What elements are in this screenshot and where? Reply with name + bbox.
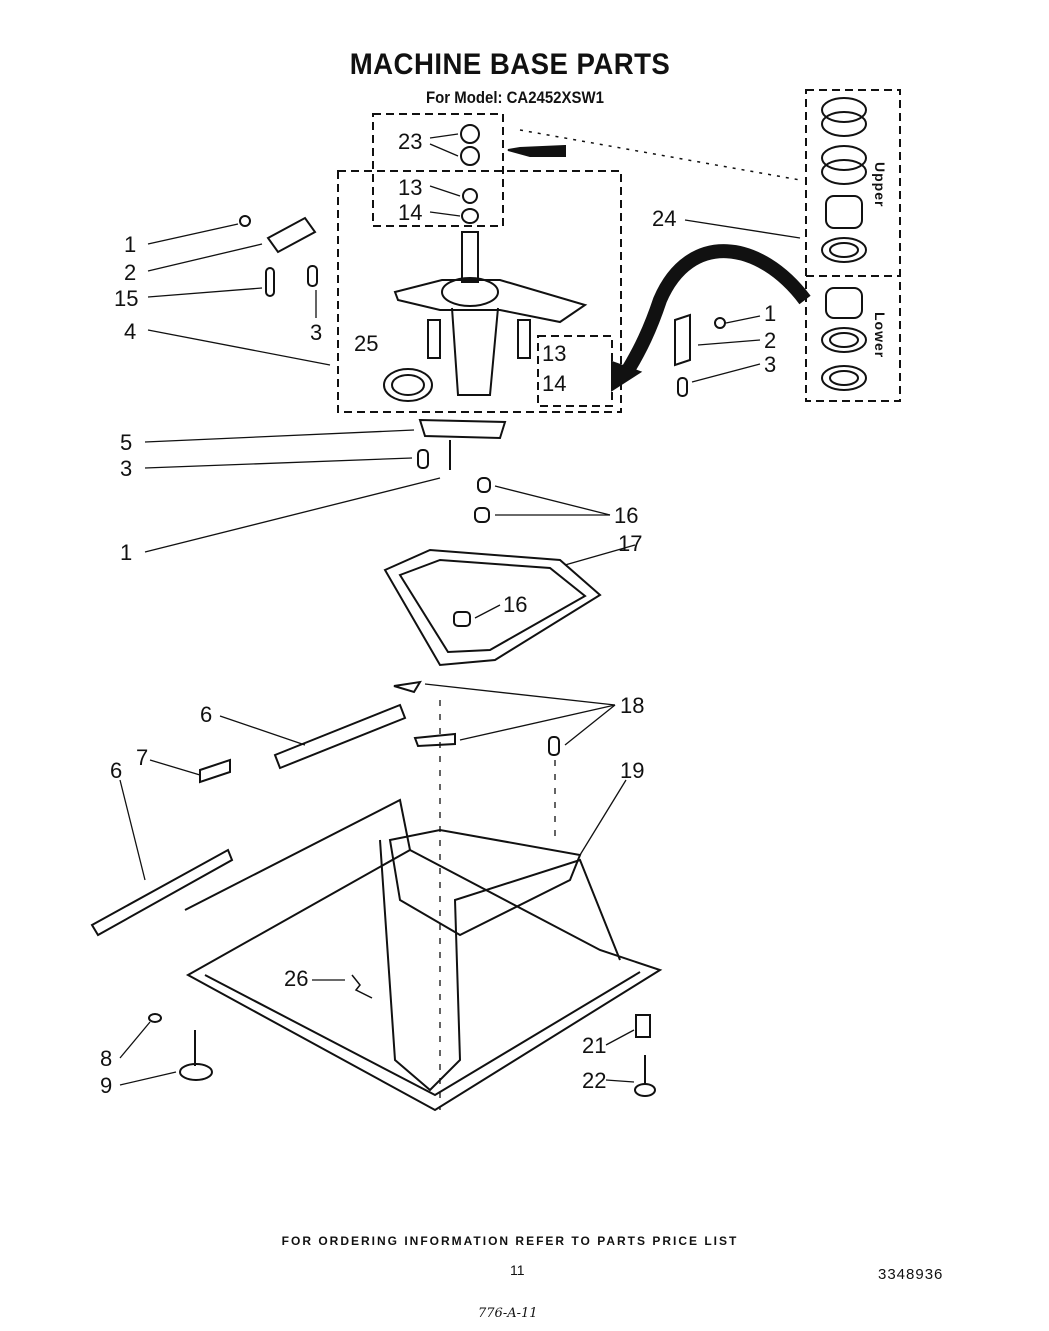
callout-4: 4	[124, 319, 137, 344]
upper-seal-parts	[821, 97, 867, 263]
right-bracket	[674, 313, 726, 397]
inset-label-upper: Upper	[872, 162, 888, 208]
upper-arrow	[507, 144, 566, 157]
callout-14: 14	[398, 200, 423, 225]
callout-7: 7	[136, 745, 149, 770]
callout-16-frame: 16	[503, 592, 528, 617]
callout-15: 15	[114, 286, 139, 311]
callout-9: 9	[100, 1073, 113, 1098]
main-dashed-box	[337, 170, 622, 413]
callout-14-lower: 14	[542, 371, 567, 396]
callout-3: 3	[310, 320, 323, 345]
inset-box	[805, 89, 901, 402]
inset-label-lower: Lower	[872, 312, 888, 359]
callout-17: 17	[618, 531, 643, 556]
handwritten-note: 776-A-11	[478, 1306, 538, 1321]
callout-2: 2	[124, 260, 137, 285]
machine-base-19	[184, 700, 663, 1112]
callout-6-lower: 6	[110, 758, 123, 783]
document-number: 3348936	[878, 1266, 944, 1283]
model-subtitle: For Model: CA2452XSW1	[426, 88, 604, 107]
callout-24: 24	[652, 206, 677, 231]
part-18c	[548, 736, 560, 756]
inset-leader	[519, 129, 801, 181]
callout-1-lower: 1	[120, 540, 133, 565]
part-18a	[393, 680, 422, 694]
rail-6-upper	[273, 703, 407, 770]
callout-22: 22	[582, 1068, 607, 1093]
lower-seal-parts	[821, 287, 867, 391]
page-title: MACHINE BASE PARTS	[349, 48, 671, 81]
callout-5: 5	[120, 430, 133, 455]
upper-dashed-box	[372, 113, 504, 227]
callout-3-right: 3	[764, 352, 777, 377]
page-number: 11	[510, 1262, 525, 1278]
callout-16: 16	[614, 503, 639, 528]
leveling-foot-9	[148, 1013, 213, 1081]
callout-23: 23	[398, 129, 423, 154]
rail-6-lower	[90, 848, 234, 937]
callout-13-lower: 13	[542, 341, 567, 366]
leader-lines	[119, 133, 801, 1086]
leveling-foot-22	[634, 1014, 656, 1097]
bracket-5	[418, 418, 507, 440]
part-18b	[413, 732, 456, 748]
callout-21: 21	[582, 1033, 607, 1058]
curved-arrow-body	[621, 244, 811, 374]
callout-2-right: 2	[764, 328, 777, 353]
callout-1: 1	[124, 232, 137, 257]
callout-13: 13	[398, 175, 423, 200]
ring-25	[383, 368, 433, 402]
curved-arrow-head	[611, 360, 643, 392]
bumper-16b	[474, 507, 490, 523]
callout-8: 8	[100, 1046, 113, 1071]
ring-25-inner	[391, 374, 425, 396]
frame-17	[383, 548, 602, 667]
clip-3	[417, 449, 429, 469]
bumper-16c	[453, 611, 471, 627]
bumper-16a	[477, 477, 491, 493]
ordering-footer: FOR ORDERING INFORMATION REFER TO PARTS …	[281, 1234, 739, 1248]
left-bracket	[239, 215, 318, 297]
callout-19: 19	[620, 758, 645, 783]
callout-6-upper: 6	[200, 702, 213, 727]
callout-25: 25	[354, 331, 379, 356]
callout-3-lower: 3	[120, 456, 133, 481]
callout-26: 26	[284, 966, 309, 991]
callout-1-right: 1	[764, 301, 777, 326]
wire-26	[351, 974, 373, 999]
frame-17-inner	[398, 558, 587, 654]
transmission-spider	[393, 124, 588, 396]
callout-18: 18	[620, 693, 645, 718]
spring-7	[199, 758, 231, 784]
